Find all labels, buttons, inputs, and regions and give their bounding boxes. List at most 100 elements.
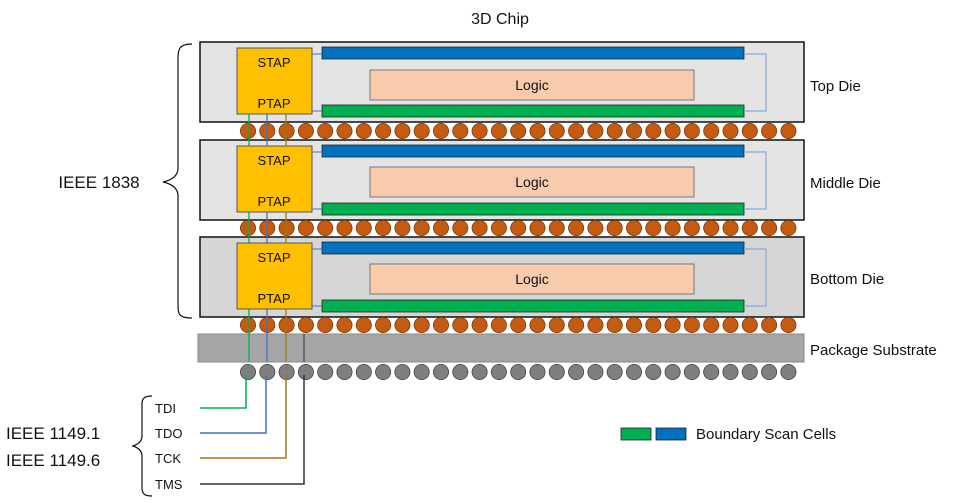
bump [471,123,488,140]
bump-row-package [239,363,797,380]
bump [490,123,507,140]
bump [317,316,334,333]
bump [529,316,546,333]
bump-row-middle [239,219,797,236]
boundary-scan-cells-green [321,299,745,313]
bump [471,316,488,333]
bump [626,316,643,333]
logic-block [369,69,695,101]
bump [548,316,565,333]
bump [490,316,507,333]
bump [413,123,430,140]
tap-controller [236,242,313,310]
bump [587,363,604,380]
bump [780,219,797,236]
bump [664,219,681,236]
logic-block [369,263,695,295]
die-top: STAP PTAP Logic Top Die [199,41,861,123]
bump [606,363,623,380]
tap-scan-wires [312,248,322,307]
logic-label: Logic [515,271,548,287]
bump [413,363,430,380]
bump [239,363,256,380]
micro-bumps [239,123,797,380]
bump [355,219,372,236]
bump [452,123,469,140]
bump [780,316,797,333]
bump [761,123,778,140]
bump [780,363,797,380]
bump [317,219,334,236]
legend: Boundary Scan Cells [620,426,836,443]
ieee-1838-label: IEEE 1838 [58,173,139,192]
bump [394,219,411,236]
bump [510,123,527,140]
scan-loop-wire [744,151,767,210]
bump [761,219,778,236]
tck-label: TCK [155,451,181,466]
bump [683,363,700,380]
tap-scan-wires [312,53,322,112]
bump [741,316,758,333]
die-label: Middle Die [810,175,881,192]
bump [297,363,314,380]
tdi-label: TDI [155,401,176,416]
bump [355,316,372,333]
bump [375,363,392,380]
bump [394,316,411,333]
bump [761,363,778,380]
bump [722,219,739,236]
bump [336,219,353,236]
bump [529,123,546,140]
bump [683,123,700,140]
bump-row-bottom [239,316,797,333]
boundary-scan-cells-blue [321,144,745,158]
die-label: Bottom Die [810,271,884,288]
bump [568,363,585,380]
bump [394,363,411,380]
bump [336,363,353,380]
boundary-scan-cells-green [321,202,745,216]
bump [239,219,256,236]
bump [780,123,797,140]
bump [317,363,334,380]
bump [355,363,372,380]
bump [664,123,681,140]
bump [239,123,256,140]
bump [587,123,604,140]
ieee-1149-6-label: IEEE 1149.6 [6,451,100,470]
bump [336,123,353,140]
bump [626,363,643,380]
bump [259,363,276,380]
bump [317,123,334,140]
bump [297,123,314,140]
bump [703,123,720,140]
stap-label: STAP [258,250,291,265]
bump [529,219,546,236]
bump [336,316,353,333]
bump [703,219,720,236]
die-bottom: STAP PTAP Logic Bottom Die [199,236,884,318]
bump [510,363,527,380]
bump [452,363,469,380]
bump [568,316,585,333]
bump [722,363,739,380]
bump [510,219,527,236]
stap-label: STAP [258,153,291,168]
ptap-label: PTAP [258,194,291,209]
legend-label: Boundary Scan Cells [696,426,836,443]
bump [471,219,488,236]
bump [490,219,507,236]
tdo-label: TDO [155,426,182,441]
bump [375,123,392,140]
bump [548,123,565,140]
bump [722,123,739,140]
bump [452,316,469,333]
logic-label: Logic [515,174,548,190]
tap-interconnect-wires [248,114,287,362]
bump [355,123,372,140]
bump [452,219,469,236]
ieee-1838-bracket [162,43,193,319]
bump [722,316,739,333]
